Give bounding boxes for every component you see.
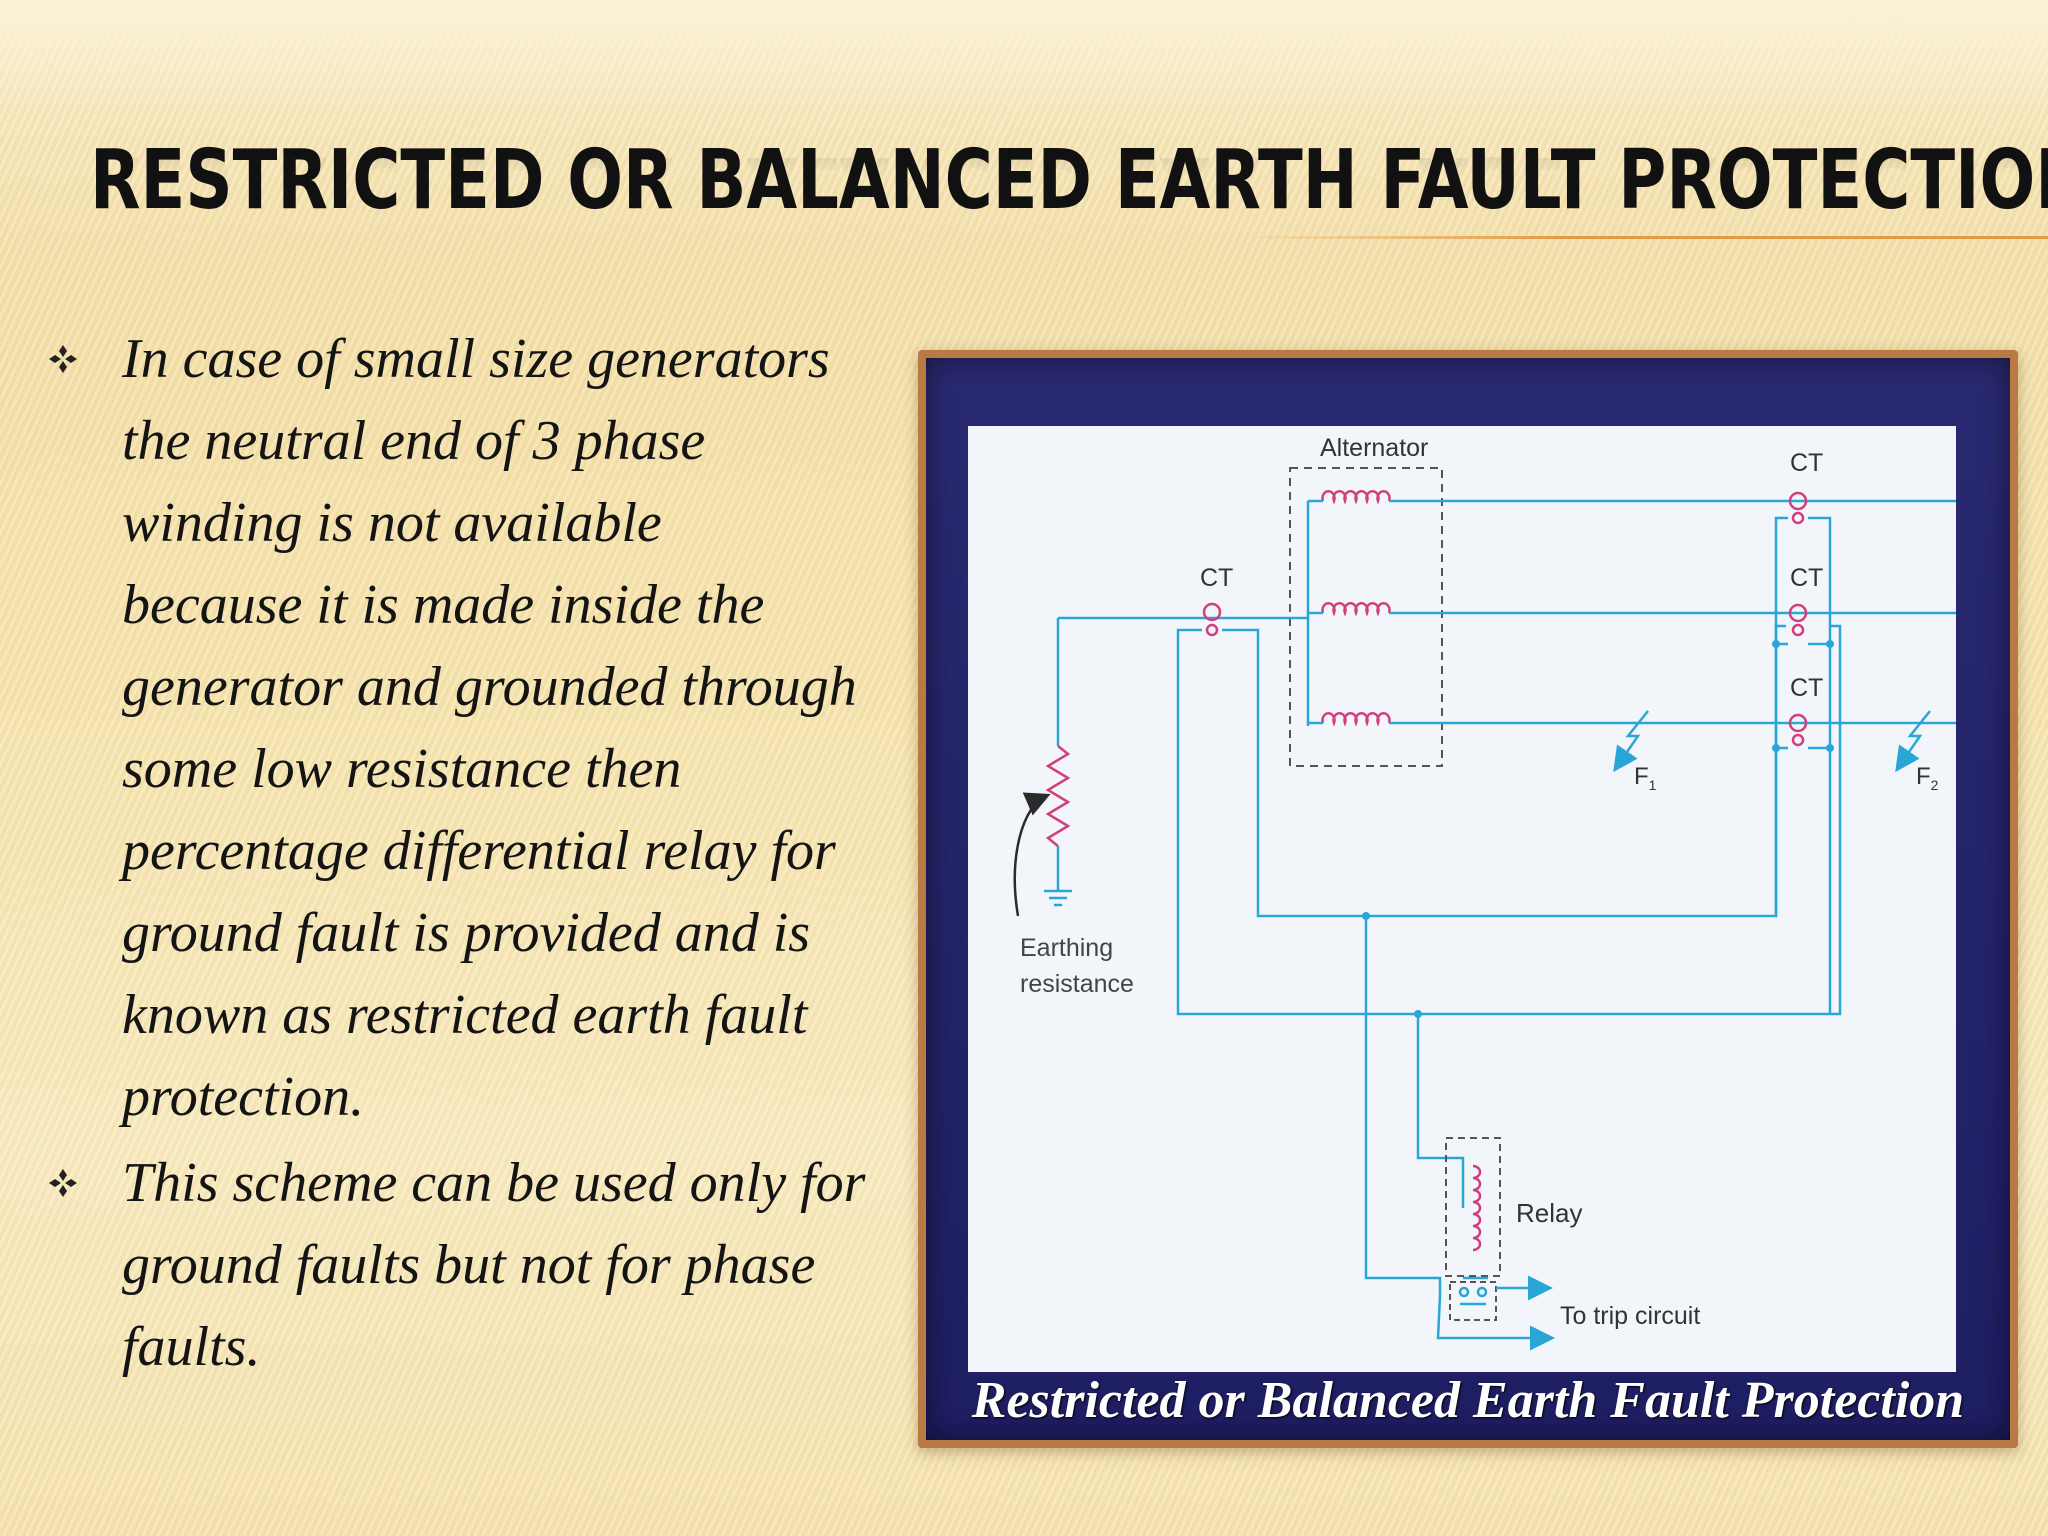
bullet-line: ground fault is provided and is (122, 902, 811, 964)
circuit-diagram-svg: Alternator (1013, 434, 1956, 1351)
diamond-bullet-icon (49, 345, 77, 373)
ct-1 (1788, 491, 1808, 525)
relay-coil (1472, 1164, 1482, 1252)
diamond-bullet-icon (49, 1169, 77, 1197)
trip-label: To trip circuit (1560, 1302, 1700, 1330)
ct-2 (1788, 603, 1808, 637)
bullet-line: ground faults but not for phase (122, 1234, 816, 1296)
figure-caption: Restricted or Balanced Earth Fault Prote… (971, 1372, 1965, 1429)
junction-dots (1362, 640, 1834, 1018)
bullet-line: percentage differential relay for (122, 820, 836, 882)
alternator-winding-2 (1321, 602, 1391, 617)
bullet-line: winding is not available (122, 492, 662, 554)
bullet-line: This scheme can be used only for (122, 1152, 866, 1214)
top-highlight (0, 0, 2048, 120)
ct-neutral-secondary (1176, 624, 1842, 1016)
alternator-winding-1 (1321, 490, 1391, 505)
fault-f2-label: F2 (1916, 763, 1939, 793)
ground-symbol (1044, 889, 1072, 907)
ct-neutral (1202, 602, 1222, 637)
bullet-item: In case of small size generators the neu… (40, 318, 920, 1138)
fault-f1-label: F1 (1634, 763, 1657, 793)
ct-3 (1788, 713, 1808, 747)
earthing-label-1: Earthing (1020, 934, 1113, 962)
earthing-label-2: resistance (1020, 970, 1134, 998)
ct-2-label: CT (1790, 564, 1823, 592)
relay-label: Relay (1516, 1198, 1582, 1228)
bullet-line: faults. (122, 1316, 261, 1378)
ct-1-label: CT (1790, 449, 1823, 477)
fault-f1-icon (1613, 710, 1649, 773)
alternator-winding-3 (1321, 712, 1391, 727)
bullet-item: This scheme can be used only for ground … (40, 1142, 920, 1388)
title-block: RESTRICTED OR BALANCED EARTH FAULT PROTE… (90, 140, 2048, 227)
bullet-list: In case of small size generators the neu… (40, 318, 920, 1388)
bullet-line: known as restricted earth fault (122, 984, 808, 1046)
bullet-line: the neutral end of 3 phase (122, 410, 706, 472)
phase-lines (1056, 499, 1956, 891)
bullet-line: generator and grounded through (122, 656, 857, 718)
earthing-resistor (1045, 745, 1071, 847)
figure-frame: Alternator (918, 350, 2018, 1448)
alternator-label: Alternator (1320, 434, 1428, 462)
slide-title-reflection: RESTRICTED OR BALANCED EARTH FAULT PROTE… (90, 144, 2048, 226)
bullet-line: In case of small size generators (122, 328, 830, 390)
fault-f2-icon (1895, 710, 1931, 773)
alternator-box (1289, 467, 1443, 767)
relay-contact-box (1449, 1281, 1497, 1321)
ct-3-label: CT (1790, 674, 1823, 702)
bullet-line: protection. (122, 1066, 365, 1128)
title-underline (1240, 236, 2048, 239)
circuit-diagram: Alternator (968, 426, 1956, 1372)
line-ct-secondaries (1774, 516, 1832, 1014)
variable-arrow (1013, 792, 1051, 917)
relay-wiring (1364, 916, 1498, 1340)
figure-panel: Alternator (926, 358, 2010, 1440)
relay-box (1445, 1137, 1501, 1277)
bullet-line: because it is made inside the (122, 574, 765, 636)
ct-neutral-label: CT (1200, 564, 1233, 592)
bullet-line: some low resistance then (122, 738, 682, 800)
relay-contact (1458, 1286, 1488, 1306)
